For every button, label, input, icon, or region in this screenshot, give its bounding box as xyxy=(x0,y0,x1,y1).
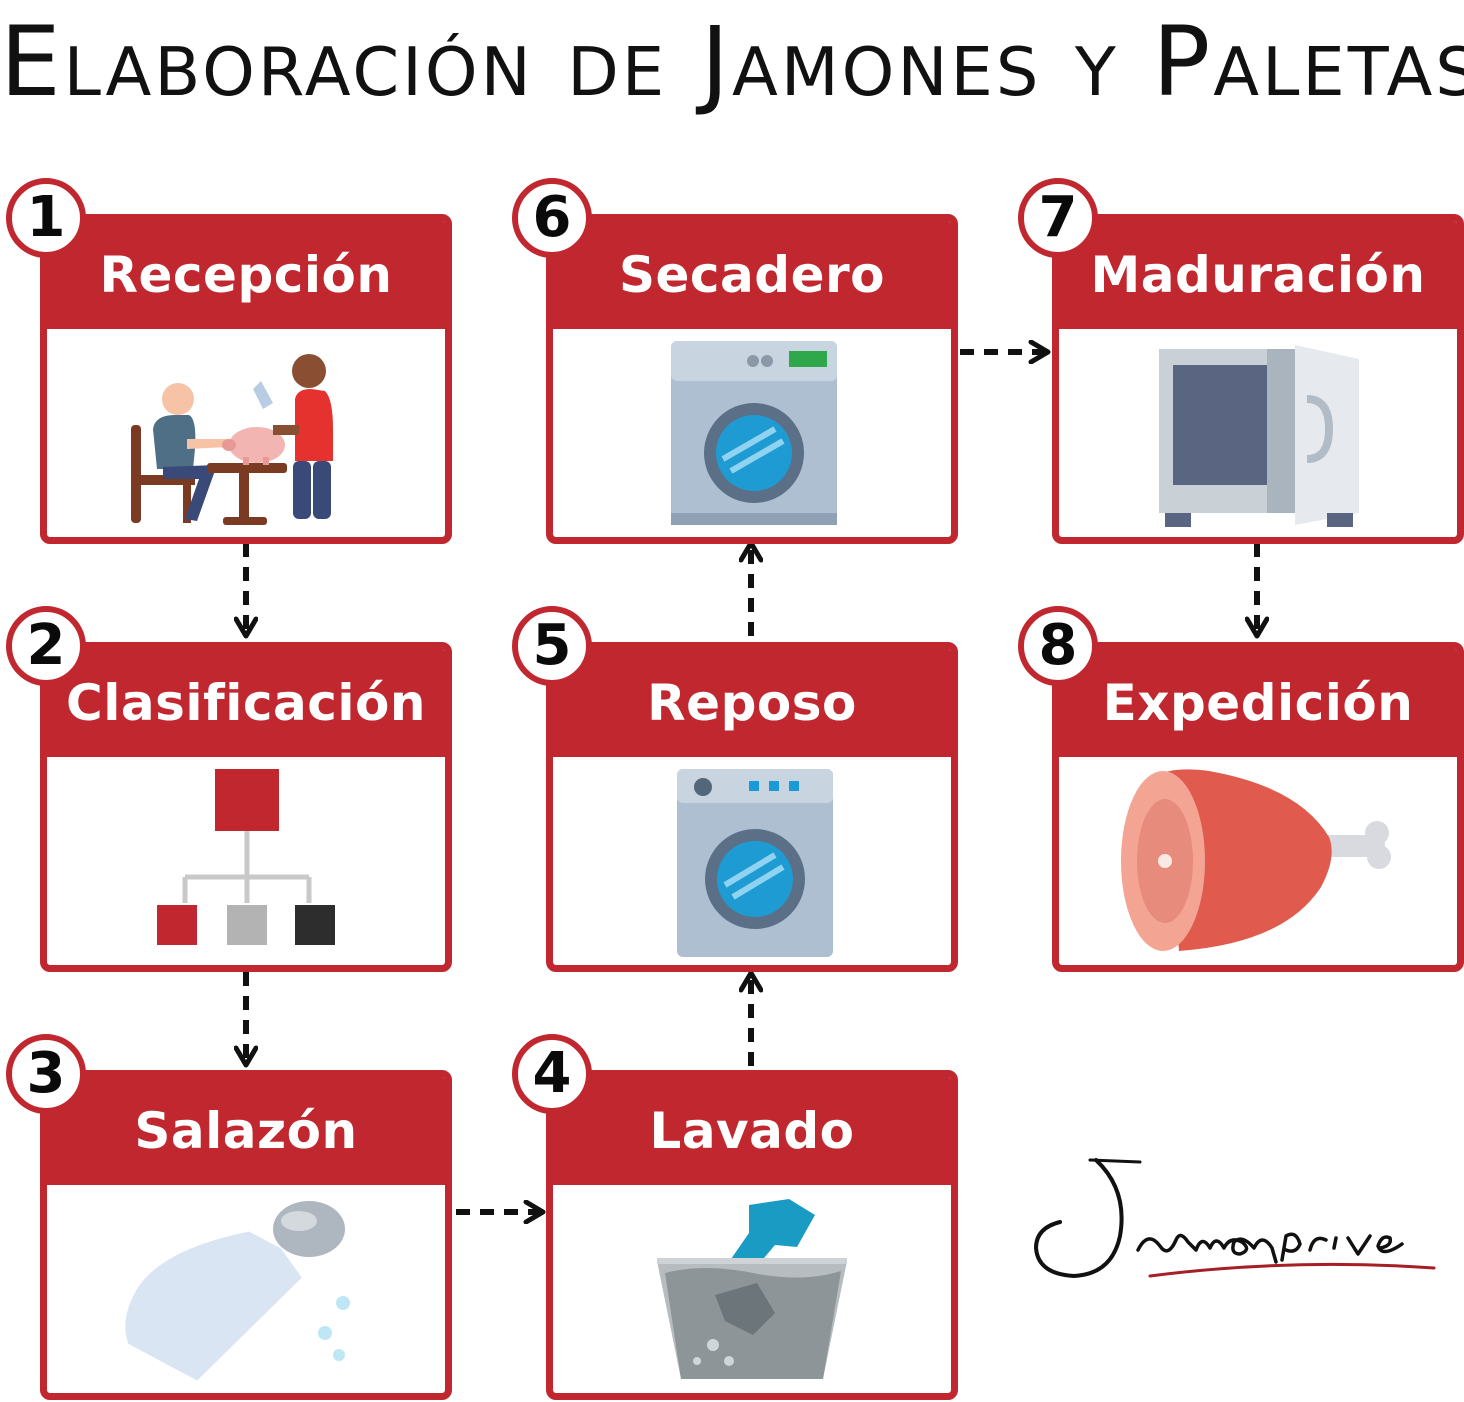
reception-icon xyxy=(47,329,445,537)
step-number-badge: 6 xyxy=(512,178,592,258)
brand-logo xyxy=(1033,1158,1436,1279)
dryer-machine-icon xyxy=(553,329,951,537)
page-title: Elaboración de Jamones y Paletas xyxy=(0,6,1464,118)
step-card-maduracion: Maduración xyxy=(1052,214,1464,544)
step-card-secadero: Secadero xyxy=(546,214,958,544)
step-title: Clasificación xyxy=(47,649,445,757)
step-title: Lavado xyxy=(553,1077,951,1185)
washing-bucket-icon xyxy=(553,1185,951,1393)
washing-machine-icon xyxy=(553,757,951,965)
step-title: Maduración xyxy=(1059,221,1457,329)
step-card-lavado: Lavado xyxy=(546,1070,958,1400)
hierarchy-icon xyxy=(47,757,445,965)
step-title: Reposo xyxy=(553,649,951,757)
step-title: Recepción xyxy=(47,221,445,329)
step-card-reposo: Reposo xyxy=(546,642,958,972)
step-card-recepcion: Recepción xyxy=(40,214,452,544)
step-number-badge: 5 xyxy=(512,606,592,686)
step-number-badge: 4 xyxy=(512,1034,592,1114)
step-card-expedicion: Expedición xyxy=(1052,642,1464,972)
curing-chamber-icon xyxy=(1059,329,1457,537)
step-number-badge: 3 xyxy=(6,1034,86,1114)
step-number-badge: 1 xyxy=(6,178,86,258)
step-card-salazon: Salazón xyxy=(40,1070,452,1400)
step-number-badge: 7 xyxy=(1018,178,1098,258)
step-title: Expedición xyxy=(1059,649,1457,757)
step-number-badge: 2 xyxy=(6,606,86,686)
salt-shaker-icon xyxy=(47,1185,445,1393)
step-number-badge: 8 xyxy=(1018,606,1098,686)
step-title: Secadero xyxy=(553,221,951,329)
step-card-clasificacion: Clasificación xyxy=(40,642,452,972)
ham-icon xyxy=(1059,757,1457,965)
step-title: Salazón xyxy=(47,1077,445,1185)
